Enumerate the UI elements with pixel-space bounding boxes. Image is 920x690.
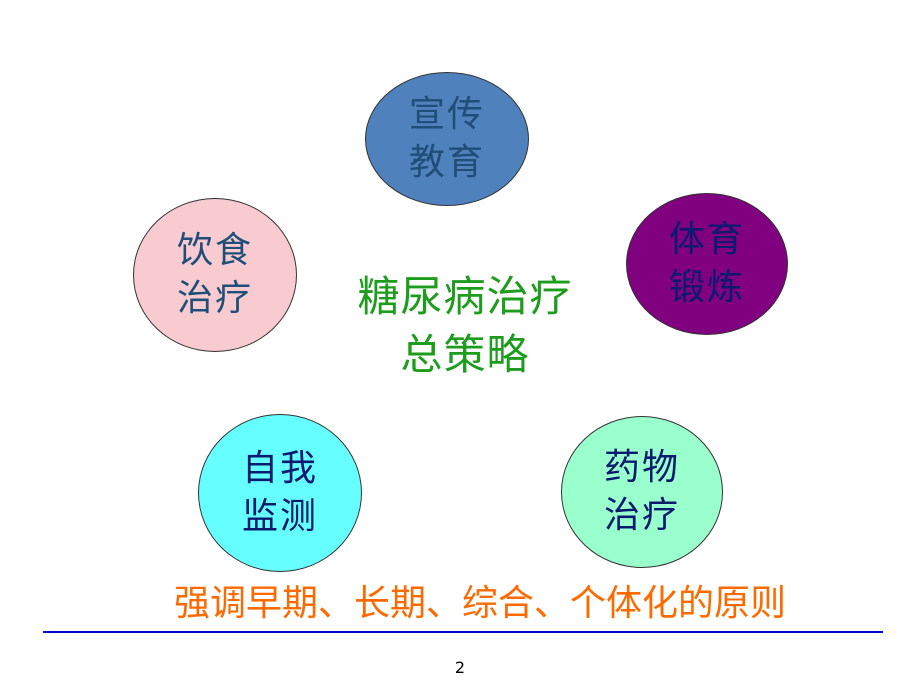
exercise-label-line2: 锻炼 (668, 267, 745, 308)
self-monitoring-label-line2: 监测 (241, 496, 318, 537)
exercise-circle: 体育 锻炼 (626, 193, 788, 335)
principle-text: 强调早期、长期、综合、个体化的原则 (173, 583, 786, 624)
medication-label-line1: 药物 (603, 447, 680, 488)
medication-circle: 药物 治疗 (561, 416, 723, 568)
diet-label-line1: 饮食 (176, 230, 253, 271)
diet-circle: 饮食 治疗 (133, 198, 297, 352)
footer-divider (43, 631, 883, 633)
education-circle: 宣传 教育 (365, 72, 529, 206)
education-label-line1: 宣传 (408, 94, 485, 135)
page-number: 2 (454, 658, 466, 677)
center-title-line1: 糖尿病治疗 (357, 272, 573, 321)
center-title-line2: 总策略 (400, 330, 530, 379)
self-monitoring-circle: 自我 监测 (198, 414, 362, 572)
medication-label-line2: 治疗 (603, 495, 680, 536)
diet-label-line2: 治疗 (176, 278, 253, 319)
education-label-line2: 教育 (408, 142, 485, 183)
center-title: 糖尿病治疗 总策略 (320, 268, 610, 384)
exercise-label-line1: 体育 (668, 219, 745, 260)
self-monitoring-label-line1: 自我 (241, 448, 318, 489)
